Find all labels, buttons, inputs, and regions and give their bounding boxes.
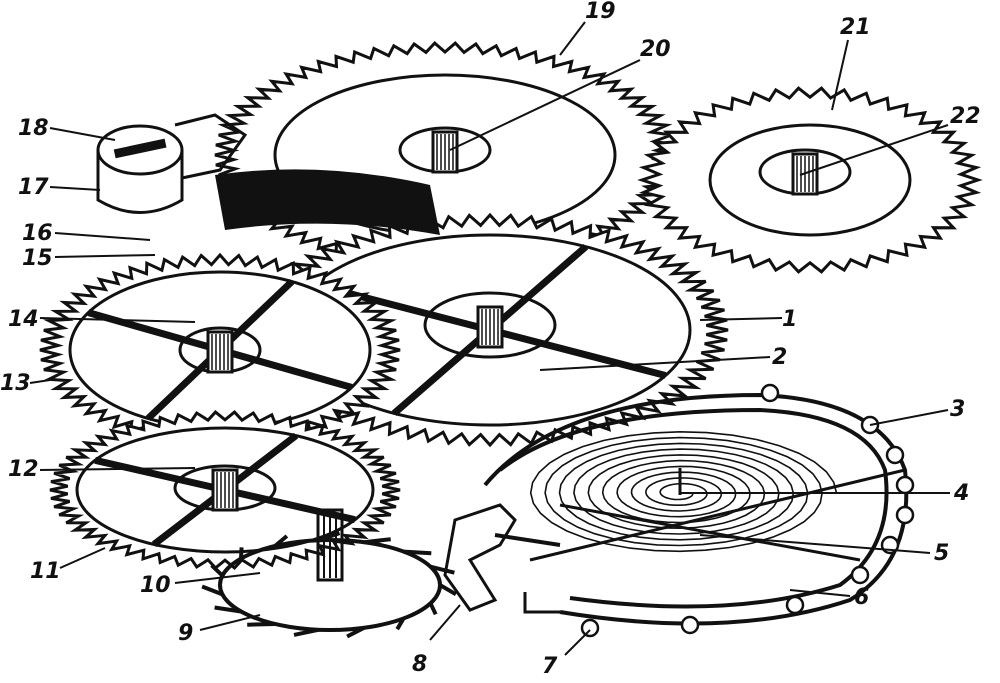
- leader-21: [831, 39, 849, 111]
- callout-17: 17: [18, 175, 49, 200]
- leader-18: [49, 127, 116, 141]
- callout-20: 20: [640, 37, 671, 62]
- leader-11: [59, 547, 106, 569]
- callout-15: 15: [22, 246, 53, 271]
- leader-5: [699, 534, 931, 554]
- leader-8: [429, 604, 461, 641]
- callout-18: 18: [18, 116, 49, 141]
- callout-14: 14: [8, 307, 39, 332]
- leader-19: [559, 21, 586, 56]
- leader-2: [539, 356, 771, 371]
- leader-13: [29, 379, 51, 384]
- leader-7: [564, 629, 591, 656]
- callout-5: 5: [934, 541, 949, 566]
- callout-1: 1: [782, 307, 797, 332]
- leader-16: [54, 232, 151, 241]
- callout-21: 21: [840, 15, 871, 40]
- callout-13: 13: [0, 371, 31, 396]
- callout-22: 22: [950, 104, 981, 129]
- leader-3: [869, 409, 949, 426]
- pallet-fork-drawing: [443, 503, 561, 612]
- leader-17: [49, 186, 101, 191]
- leader-14: [39, 317, 196, 323]
- callout-labels: 1 2 3 4 5 6 7 8 9 10 11 12 13 14 15 16 1…: [0, 0, 981, 679]
- gear-21-drawing: [637, 86, 983, 274]
- hairspring-drawing: [529, 430, 838, 553]
- callout-19: 19: [585, 0, 616, 24]
- gear-11-drawing: [49, 410, 401, 570]
- barrel-bridge-drawing: [96, 113, 440, 235]
- leader-20: [449, 59, 641, 151]
- leader-9: [199, 614, 261, 631]
- leader-12: [39, 467, 196, 471]
- callout-11: 11: [30, 559, 61, 584]
- leader-6: [789, 589, 851, 597]
- leader-10: [174, 572, 261, 584]
- callout-12: 12: [8, 457, 39, 482]
- callout-9: 9: [178, 621, 193, 646]
- callout-4: 4: [953, 481, 969, 506]
- leader-1: [699, 317, 783, 321]
- callout-16: 16: [22, 221, 53, 246]
- callout-10: 10: [140, 573, 171, 598]
- leader-22: [799, 124, 949, 176]
- callout-8: 8: [412, 652, 427, 677]
- callout-leaders: [29, 21, 950, 656]
- balance-wheel-drawing: [483, 383, 915, 638]
- leader-15: [54, 254, 156, 258]
- callout-6: 6: [854, 585, 869, 610]
- callout-2: 2: [772, 345, 787, 370]
- callout-7: 7: [542, 654, 558, 679]
- escape-wheel-drawing: [201, 508, 457, 639]
- callout-3: 3: [950, 397, 965, 422]
